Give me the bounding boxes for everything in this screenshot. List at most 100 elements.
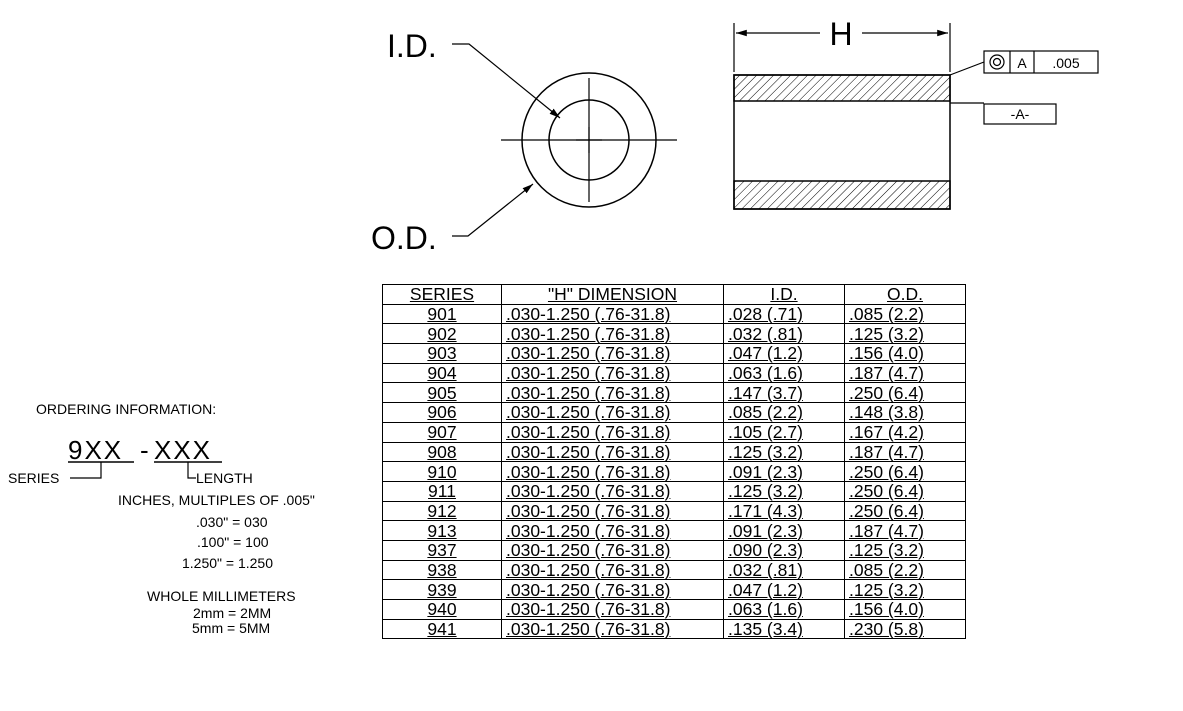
cell-series: 911 [382, 480, 502, 502]
cell-id: .032 (.81) [723, 323, 845, 345]
cell-h-dimension: .030-1.250 (.76-31.8) [501, 303, 724, 325]
table-body: 901.030-1.250 (.76-31.8).028 (.71).085 (… [382, 303, 966, 640]
cell-id: .047 (1.2) [723, 343, 845, 364]
cell-series: 908 [382, 441, 502, 463]
cell-series: 905 [382, 382, 502, 404]
table-row: 940.030-1.250 (.76-31.8).063 (1.6).156 (… [382, 599, 966, 620]
cell-h-dimension: .030-1.250 (.76-31.8) [501, 461, 724, 482]
fcf-datum: A [1017, 55, 1027, 71]
top-wall-hatch [733, 74, 951, 102]
cell-od: .156 (4.0) [844, 343, 966, 364]
cell-h-dimension: .030-1.250 (.76-31.8) [501, 343, 724, 364]
cell-od: .085 (2.2) [844, 559, 966, 581]
header-id: I.D. [723, 284, 845, 305]
id-leader [452, 43, 561, 119]
cell-series: 906 [382, 402, 502, 423]
table-row: 905.030-1.250 (.76-31.8).147 (3.7).250 (… [382, 382, 966, 404]
cell-h-dimension: .030-1.250 (.76-31.8) [501, 579, 724, 600]
cell-id: .085 (2.2) [723, 402, 845, 423]
cell-od: .125 (3.2) [844, 323, 966, 345]
side-view: H [733, 16, 951, 210]
table-row: 938.030-1.250 (.76-31.8).032 (.81).085 (… [382, 559, 966, 581]
cell-h-dimension: .030-1.250 (.76-31.8) [501, 382, 724, 404]
ordering-code-series: 9XX [68, 435, 123, 465]
cell-od: .125 (3.2) [844, 579, 966, 600]
end-view [501, 72, 677, 208]
inches-example-1: .030" = 030 [196, 514, 268, 530]
datum-label: -A- [1011, 106, 1030, 122]
cell-series: 939 [382, 579, 502, 600]
cell-od: .187 (4.7) [844, 362, 966, 384]
cell-series: 904 [382, 362, 502, 384]
fcf-tolerance: .005 [1052, 55, 1079, 71]
cell-h-dimension: .030-1.250 (.76-31.8) [501, 599, 724, 620]
cell-id: .091 (2.3) [723, 461, 845, 482]
table-row: 903.030-1.250 (.76-31.8).047 (1.2).156 (… [382, 343, 966, 364]
cell-series: 912 [382, 500, 502, 522]
od-label: O.D. [371, 220, 437, 256]
table-row: 939.030-1.250 (.76-31.8).047 (1.2).125 (… [382, 579, 966, 600]
h-label: H [829, 16, 852, 52]
cell-series: 937 [382, 539, 502, 561]
cell-id: .063 (1.6) [723, 362, 845, 384]
cell-series: 902 [382, 323, 502, 345]
id-label: I.D. [387, 28, 437, 64]
cell-id: .105 (2.7) [723, 421, 845, 443]
header-h-dimension: "H" DIMENSION [501, 284, 724, 305]
feature-control-frame: A .005 [949, 50, 1099, 76]
bottom-wall-hatch [733, 180, 951, 210]
cell-id: .147 (3.7) [723, 382, 845, 404]
table-row: 913.030-1.250 (.76-31.8).091 (2.3).187 (… [382, 520, 966, 541]
cell-id: .125 (3.2) [723, 480, 845, 502]
cell-h-dimension: .030-1.250 (.76-31.8) [501, 402, 724, 423]
header-od: O.D. [844, 284, 966, 305]
cell-series: 910 [382, 461, 502, 482]
cell-series: 907 [382, 421, 502, 443]
table-header-row: SERIES "H" DIMENSION I.D. O.D. [382, 284, 966, 305]
cell-series: 901 [382, 303, 502, 325]
cell-od: .148 (3.8) [844, 402, 966, 423]
inches-heading: INCHES, MULTIPLES OF .005" [118, 492, 315, 508]
table-row: 937.030-1.250 (.76-31.8).090 (2.3).125 (… [382, 539, 966, 561]
cell-h-dimension: .030-1.250 (.76-31.8) [501, 362, 724, 384]
ordering-code-length: XXX [154, 435, 212, 465]
cell-od: .187 (4.7) [844, 441, 966, 463]
cell-od: .085 (2.2) [844, 303, 966, 325]
ordering-length-label: LENGTH [196, 470, 253, 486]
cell-series: 938 [382, 559, 502, 581]
cell-h-dimension: .030-1.250 (.76-31.8) [501, 421, 724, 443]
inches-example-2: .100" = 100 [197, 534, 269, 550]
cell-od: .250 (6.4) [844, 500, 966, 522]
cell-h-dimension: .030-1.250 (.76-31.8) [501, 520, 724, 541]
table-row: 910.030-1.250 (.76-31.8).091 (2.3).250 (… [382, 461, 966, 482]
datum-symbol: -A- [950, 102, 1057, 125]
inches-example-3: 1.250" = 1.250 [182, 555, 273, 571]
mm-example-2: 5mm = 5MM [192, 620, 271, 636]
table-row: 907.030-1.250 (.76-31.8).105 (2.7).167 (… [382, 421, 966, 443]
spec-table: SERIES "H" DIMENSION I.D. O.D. 901.030-1… [382, 284, 966, 640]
cell-od: .156 (4.0) [844, 599, 966, 620]
cell-id: .028 (.71) [723, 303, 845, 325]
cell-id: .032 (.81) [723, 559, 845, 581]
cell-od: .125 (3.2) [844, 539, 966, 561]
od-leader [452, 183, 534, 237]
cell-h-dimension: .030-1.250 (.76-31.8) [501, 559, 724, 581]
ordering-series-label: SERIES [8, 470, 60, 486]
table-row: 906.030-1.250 (.76-31.8).085 (2.2).148 (… [382, 402, 966, 423]
cell-id: .047 (1.2) [723, 579, 845, 600]
cell-series: 940 [382, 599, 502, 620]
ordering-code: 9XX - XXX [68, 435, 222, 479]
table-row: 904.030-1.250 (.76-31.8).063 (1.6).187 (… [382, 362, 966, 384]
cell-h-dimension: .030-1.250 (.76-31.8) [501, 500, 724, 522]
cell-series: 903 [382, 343, 502, 364]
ordering-code-dash: - [140, 435, 149, 465]
cell-id: .125 (3.2) [723, 441, 845, 463]
cell-series: 941 [382, 618, 502, 640]
cell-series: 913 [382, 520, 502, 541]
cell-h-dimension: .030-1.250 (.76-31.8) [501, 323, 724, 345]
cell-od: .167 (4.2) [844, 421, 966, 443]
cell-od: .250 (6.4) [844, 382, 966, 404]
table-row: 911.030-1.250 (.76-31.8).125 (3.2).250 (… [382, 480, 966, 502]
concentricity-icon [989, 54, 1005, 70]
